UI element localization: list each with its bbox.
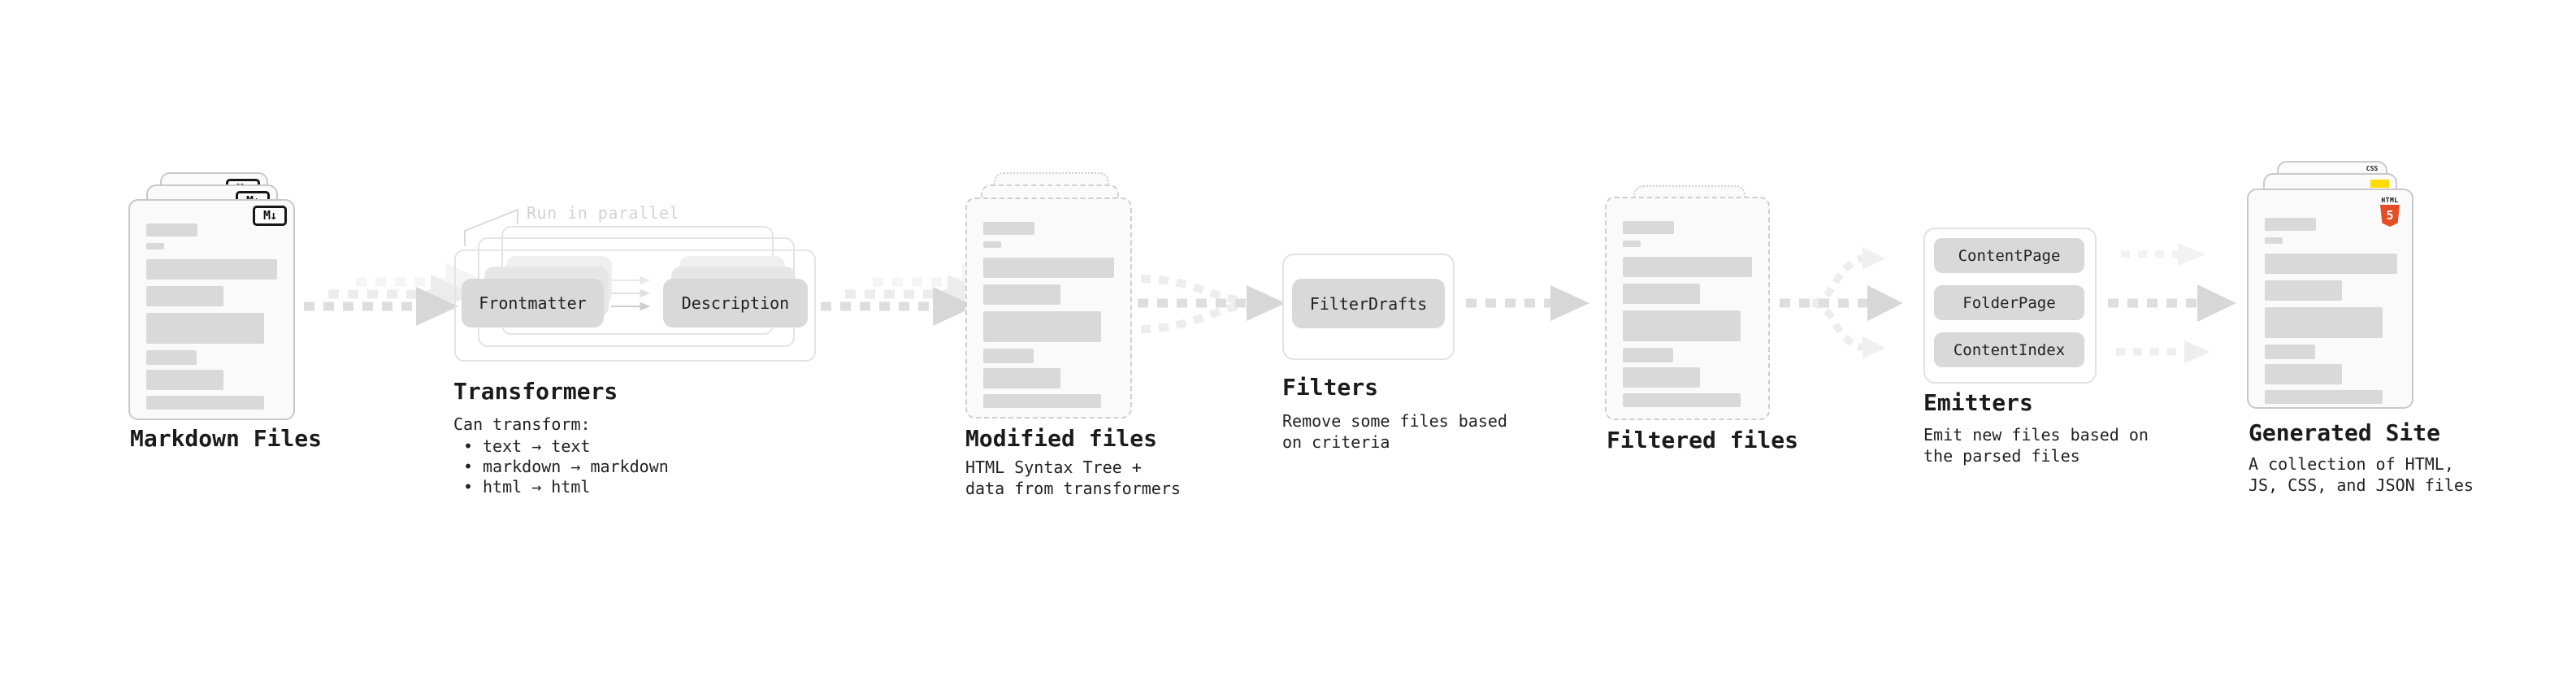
placeholder-bar	[2265, 280, 2342, 301]
placeholder-bar	[2265, 218, 2316, 231]
file-card-front: M↓	[128, 199, 295, 420]
flow-arrow-emitters-to-generated	[2108, 243, 2236, 363]
placeholder-bar	[1623, 367, 1700, 388]
placeholder-bar	[983, 284, 1060, 305]
flow-arrow-filters-to-filtered	[1466, 285, 1589, 321]
stage-title-filters: Filters	[1282, 374, 1379, 401]
placeholder-bar	[146, 286, 223, 306]
placeholder-bar	[1623, 348, 1673, 362]
placeholder-bar	[2265, 390, 2383, 404]
placeholder-bar	[146, 243, 164, 249]
placeholder-bar	[1623, 257, 1752, 277]
folderpage-chip: FolderPage	[1934, 285, 2084, 320]
file-content-placeholder	[2265, 218, 2397, 404]
placeholder-bar	[146, 396, 264, 410]
placeholder-bar	[2265, 345, 2315, 359]
placeholder-bar	[2265, 307, 2383, 338]
frontmatter-chip: Frontmatter	[462, 279, 604, 327]
stage-title-emitters: Emitters	[1923, 389, 2033, 416]
flow-arrow-modified-to-filters	[1138, 275, 1286, 333]
file-content-placeholder	[1623, 221, 1752, 407]
stage-title-filtered-files: Filtered files	[1607, 427, 1799, 453]
placeholder-bar	[983, 241, 1001, 248]
markdown-icon: M↓	[253, 206, 287, 226]
placeholder-bar	[146, 370, 223, 390]
transformer-box-front	[454, 249, 816, 362]
bullet-item: markdown → markdown	[453, 457, 669, 477]
stage-title-modified-files: Modified files	[965, 425, 1158, 452]
stage-title-generated-site: Generated Site	[2249, 419, 2441, 446]
stage-title-markdown-files: Markdown Files	[130, 425, 323, 452]
placeholder-bar	[983, 222, 1034, 235]
placeholder-bar	[983, 368, 1060, 388]
placeholder-bar	[1623, 393, 1741, 407]
file-content-placeholder	[146, 223, 277, 410]
transformers-desc-heading: Can transform:	[453, 414, 591, 434]
placeholder-bar	[146, 223, 197, 236]
placeholder-bar	[983, 258, 1114, 278]
placeholder-bar	[146, 313, 264, 344]
file-content-placeholder	[983, 222, 1114, 408]
placeholder-bar	[983, 394, 1101, 408]
placeholder-bar	[983, 349, 1034, 363]
placeholder-bar	[2265, 364, 2342, 384]
placeholder-bar	[146, 259, 277, 280]
contentpage-chip: ContentPage	[1934, 238, 2084, 273]
file-card-front	[965, 197, 1132, 419]
filters-desc: Remove some files based on criteria	[1282, 411, 1507, 452]
contentindex-chip: ContentIndex	[1934, 332, 2084, 367]
placeholder-bar	[146, 350, 197, 365]
placeholder-bar	[1623, 221, 1674, 234]
html5-icon: HTML 5	[2378, 197, 2402, 227]
placeholder-bar	[983, 311, 1101, 342]
bullet-item: html → html	[453, 477, 669, 497]
modified-files-desc: HTML Syntax Tree + data from transformer…	[965, 458, 1181, 498]
placeholder-bar	[2265, 254, 2397, 274]
javascript-icon	[2370, 180, 2389, 188]
filterdrafts-chip: FilterDrafts	[1292, 279, 1445, 328]
flow-arrow-filtered-to-emitters	[1780, 247, 1903, 359]
run-in-parallel-annotation: Run in parallel	[527, 203, 680, 223]
stage-title-transformers: Transformers	[453, 378, 618, 405]
file-card-front: HTML 5	[2247, 189, 2413, 409]
placeholder-bar	[1623, 241, 1641, 247]
placeholder-bar	[2265, 237, 2283, 244]
generated-site-desc: A collection of HTML, JS, CSS, and JSON …	[2249, 454, 2474, 495]
transformers-bullet-list: text → text markdown → markdown html → h…	[453, 436, 669, 497]
placeholder-bar	[1623, 310, 1741, 341]
emitters-desc: Emit new files based on the parsed files	[1923, 425, 2149, 466]
bullet-item: text → text	[453, 436, 669, 457]
placeholder-bar	[1623, 284, 1700, 304]
parallel-arrows-icon	[611, 275, 651, 311]
callout-line	[464, 208, 518, 246]
description-chip: Description	[663, 279, 808, 327]
file-card-front	[1605, 197, 1770, 420]
